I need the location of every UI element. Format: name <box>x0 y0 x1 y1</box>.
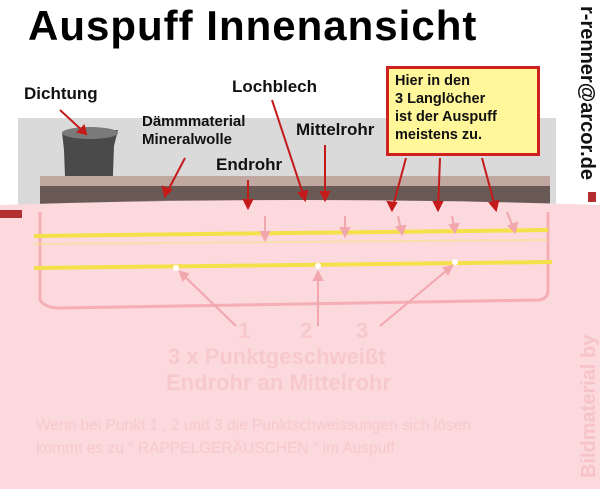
weld-line-2: Endrohr an Mittelrohr <box>166 370 391 395</box>
point-3: 3 <box>356 318 369 343</box>
side-email: r-renner@arcor.de <box>576 6 600 206</box>
side-email-text: r-renner@arcor.de <box>576 6 598 181</box>
label-mineralwolle: Mineralwolle <box>142 131 233 148</box>
label-endrohr: Endrohr <box>216 155 283 174</box>
label-mittelrohr: Mittelrohr <box>296 120 375 139</box>
label-daemmmaterial: Dämmmaterial <box>142 113 246 130</box>
note-line: Hier in den <box>395 73 470 89</box>
weld-line-1: 3 x Punktgeschweißt <box>168 344 386 369</box>
note-line: 3 Langlöcher <box>395 91 486 107</box>
side-credit-text: Bildmaterial by <box>578 334 600 478</box>
point-2: 2 <box>300 318 313 343</box>
label-dichtung: Dichtung <box>24 84 98 103</box>
note-line: ist der Auspuff <box>395 109 497 125</box>
point-1: 1 <box>238 318 251 343</box>
note-line: meistens zu. <box>395 127 483 143</box>
caption-line-2: kommt es zu " RAPPELGERÄUSCHEN " im Ausp… <box>36 440 395 457</box>
caption-line-1: Wenn bei Punkt 1 , 2 und 3 die Punktschw… <box>36 417 471 434</box>
page-title: Auspuff Innenansicht <box>28 2 478 49</box>
label-lochblech: Lochblech <box>232 77 318 96</box>
note-box: Hier in den 3 Langlöcher ist der Auspuff… <box>386 66 540 156</box>
